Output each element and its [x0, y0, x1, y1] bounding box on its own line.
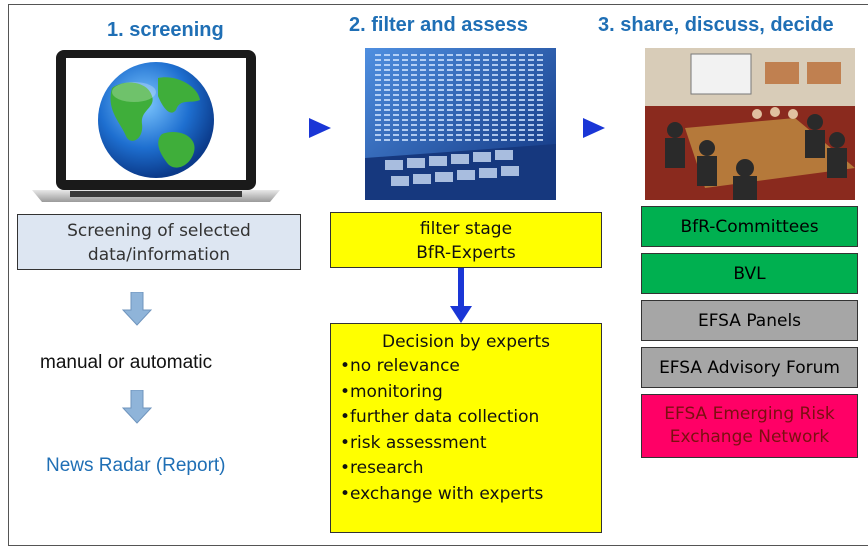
meeting-photo-illustration [645, 48, 855, 200]
monitor-data-illustration [365, 48, 556, 200]
decision-item: research [340, 456, 601, 482]
forum-bfr-committees: BfR-Committees [641, 206, 858, 247]
screening-method-text: manual or automatic [40, 352, 213, 373]
news-radar-report-text: News Radar (Report) [46, 455, 226, 476]
decision-item: exchange with experts [340, 482, 601, 508]
arrow-down-icon [450, 268, 472, 323]
decision-item: risk assessment [340, 431, 601, 457]
arrow-down-icon [122, 292, 152, 326]
forum-label: EFSA Panels [697, 310, 802, 331]
forum-label: EFSA Emerging Risk Exchange Network [664, 404, 835, 447]
arrow-right-icon [583, 118, 605, 138]
forum-label: BVL [733, 263, 766, 284]
forum-label: BfR-Committees [680, 216, 819, 237]
forum-label: EFSA Advisory Forum [659, 357, 840, 378]
decision-item: further data collection [340, 405, 601, 431]
decision-item: monitoring [340, 380, 601, 406]
decision-item: no relevance [340, 354, 601, 380]
screening-box: Screening of selected data/information [17, 214, 301, 270]
arrow-down-icon [122, 390, 152, 424]
step-title-screening: 1. screening [107, 19, 224, 41]
filter-stage-box: filter stage BfR-Experts [330, 212, 602, 268]
laptop-globe-illustration [32, 50, 280, 202]
step-title-share: 3. share, discuss, decide [598, 14, 834, 36]
screening-box-line2: data/information [87, 245, 231, 265]
screening-box-line1: Screening of selected [67, 221, 251, 241]
arrow-right-icon [309, 118, 331, 138]
step-title-filter: 2. filter and assess [349, 14, 528, 36]
decision-title: Decision by experts [381, 332, 551, 352]
decision-list: no relevance monitoring further data col… [340, 354, 601, 507]
forum-efsa-emerging-risk-network: EFSA Emerging Risk Exchange Network [641, 394, 858, 458]
forum-efsa-panels: EFSA Panels [641, 300, 858, 341]
filter-stage-line2: BfR-Experts [416, 243, 516, 263]
filter-stage-line1: filter stage [419, 219, 513, 239]
forum-efsa-advisory-forum: EFSA Advisory Forum [641, 347, 858, 388]
forum-bvl: BVL [641, 253, 858, 294]
decision-box: Decision by experts no relevance monitor… [330, 323, 602, 533]
